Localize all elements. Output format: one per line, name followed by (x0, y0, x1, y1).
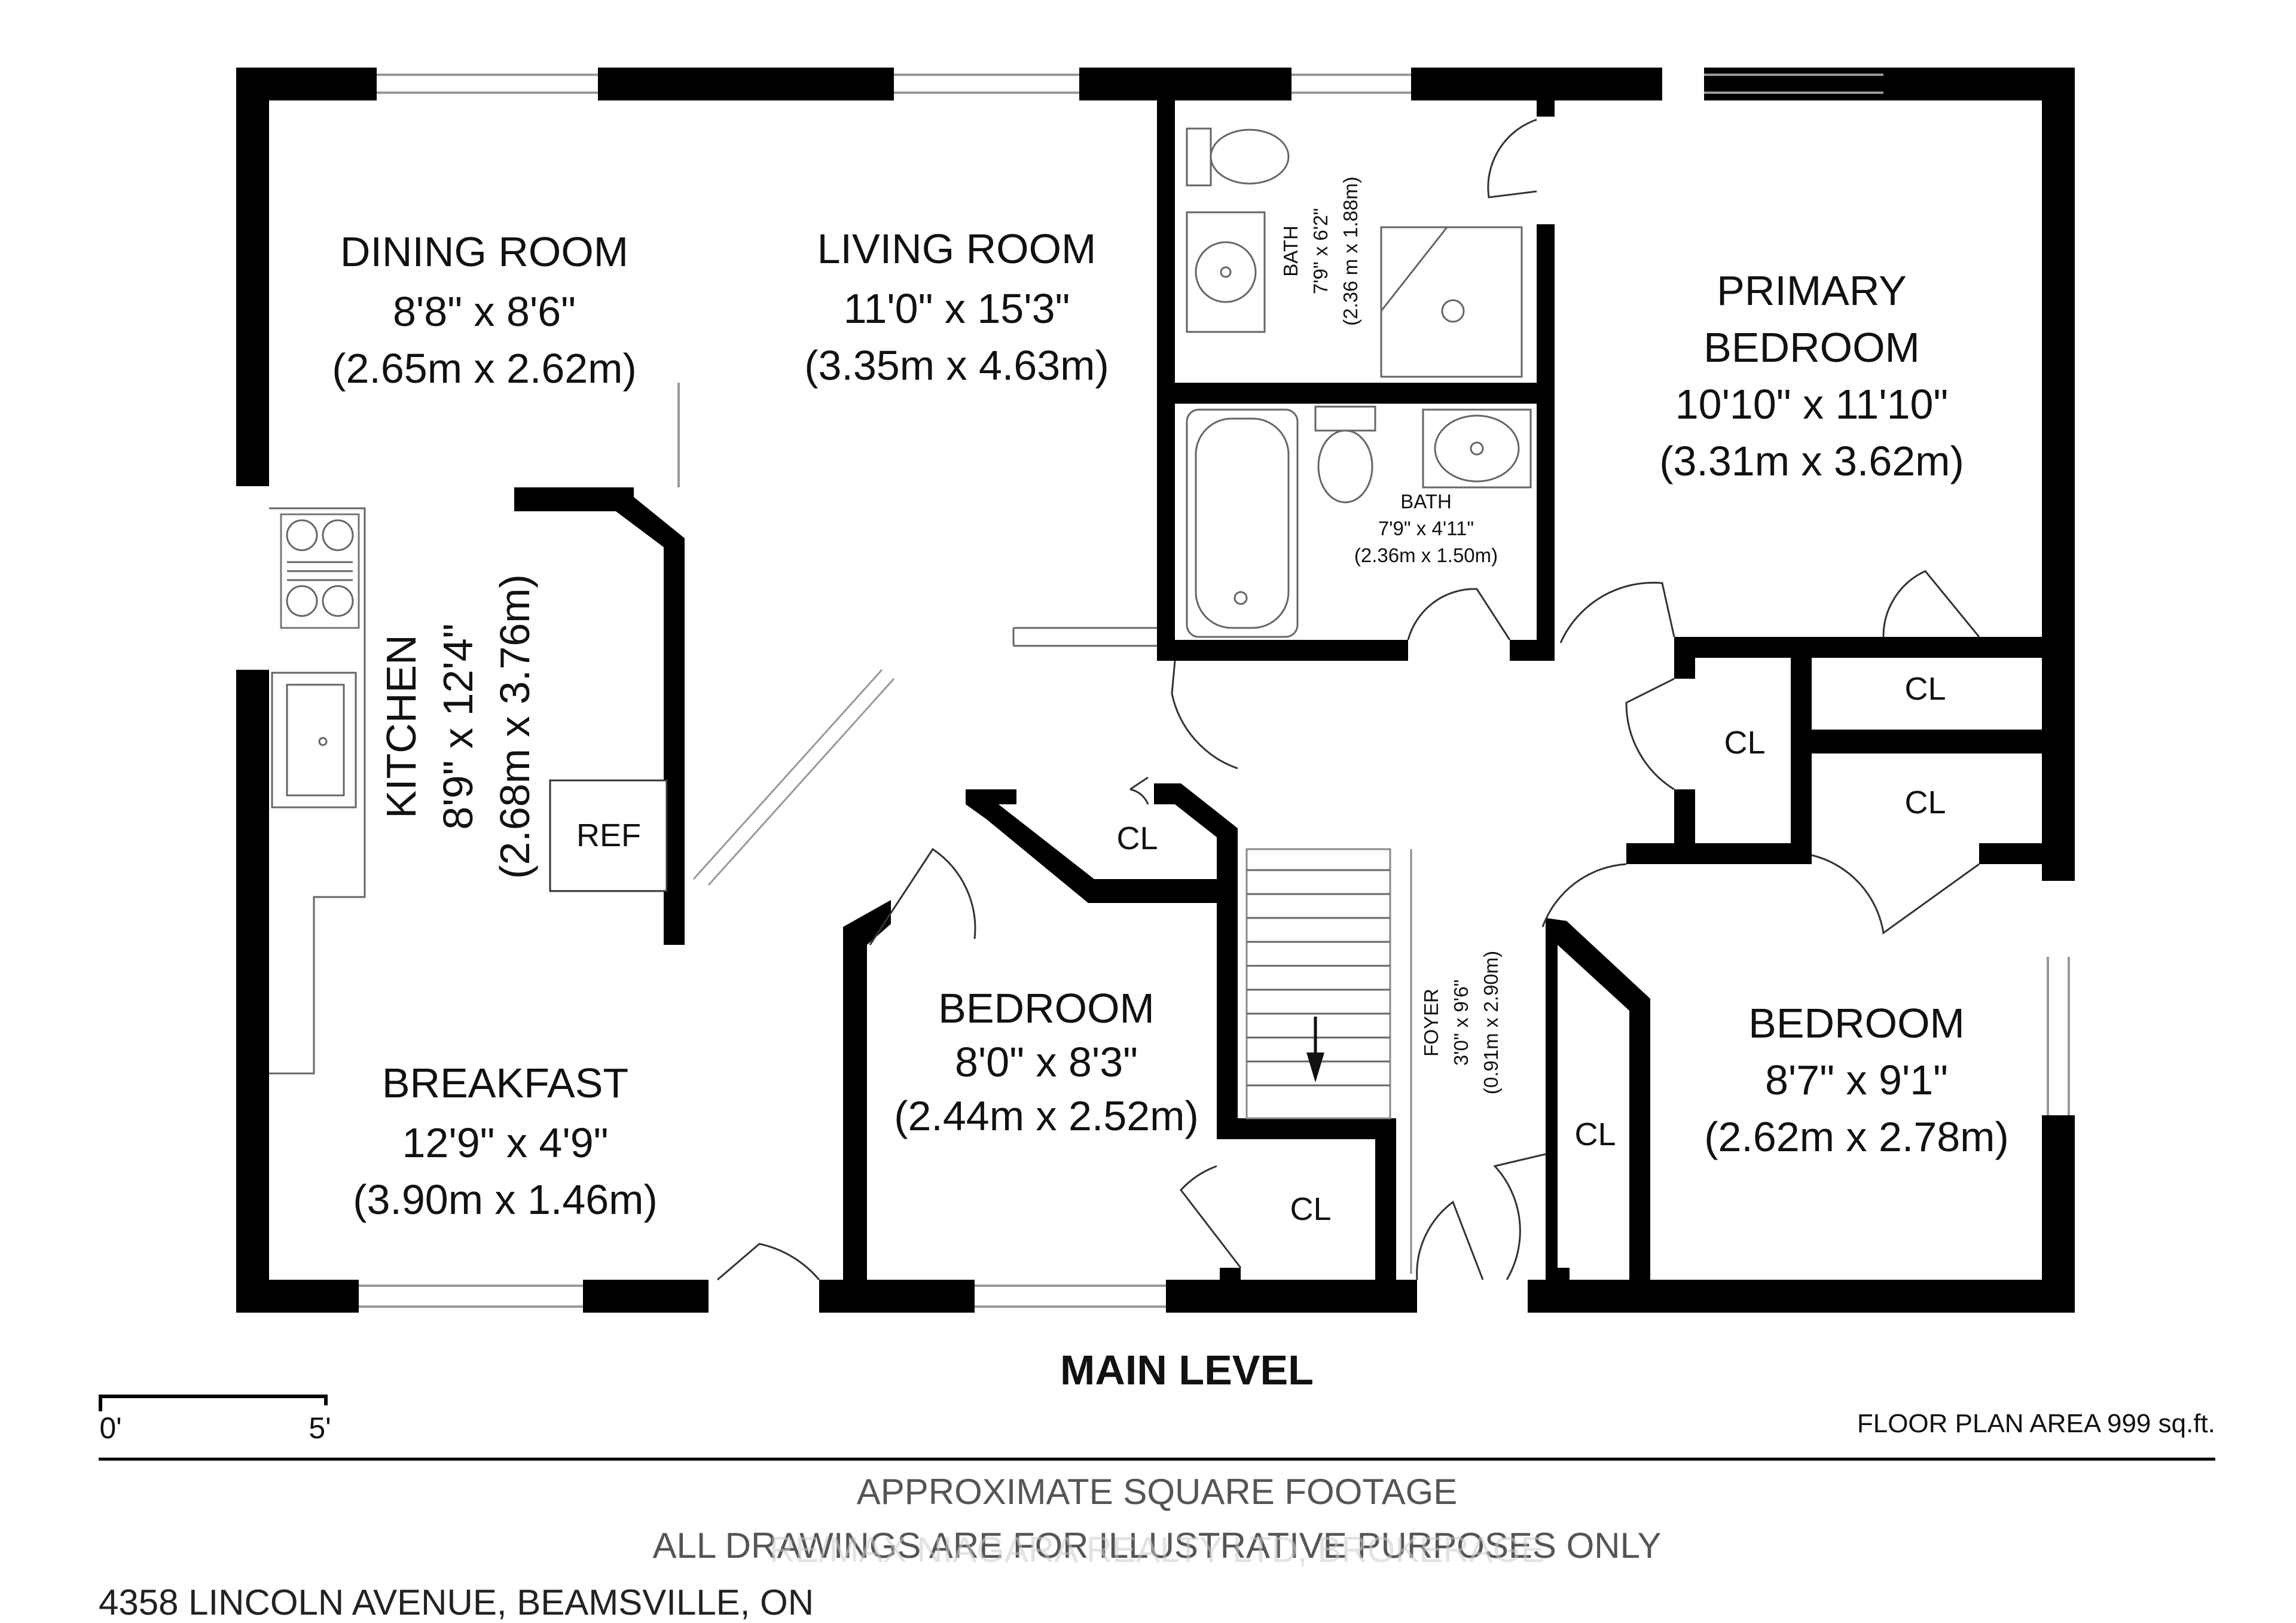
disclaimer-line2: ALL DRAWINGS ARE FOR ILLUSTRATIVE PURPOS… (652, 1526, 1661, 1566)
room-labels: DINING ROOM 8'8" x 8'6" (2.65m x 2.62m) … (332, 176, 2009, 1227)
dining-room-name: DINING ROOM (340, 228, 628, 275)
kitchen-dim-metric: (2.68m x 3.76m) (491, 574, 538, 879)
walls (236, 68, 2075, 1313)
bath1-dim-metric: (2.36 m x 1.88m) (1339, 176, 1361, 325)
bedroom2-dim-imperial: 8'0" x 8'3" (955, 1039, 1138, 1085)
bedroom3-name: BEDROOM (1748, 1000, 1965, 1047)
breakfast-dim-metric: (3.90m x 1.46m) (353, 1176, 658, 1223)
primary-bedroom-name-2: BEDROOM (1703, 324, 1920, 371)
living-room-dim-imperial: 11'0" x 15'3" (844, 285, 1070, 332)
fridge-label: REF (576, 817, 641, 853)
closet-stair: CL (1290, 1191, 1331, 1227)
primary-bedroom-name-1: PRIMARY (1717, 267, 1907, 314)
primary-bedroom-dim-metric: (3.31m x 3.62m) (1659, 438, 1964, 484)
foyer-dim-metric: (0.91m x 2.90m) (1480, 951, 1502, 1094)
windows (359, 74, 2070, 1308)
closet-primary-lower: CL (1904, 785, 1946, 820)
closet-primary-upper: CL (1904, 671, 1946, 707)
kitchen-dim-imperial: 8'9" x 12'4" (435, 624, 481, 830)
fixtures (269, 127, 1532, 1274)
bath2-name: BATH (1400, 490, 1452, 512)
foyer-name: FOYER (1420, 989, 1442, 1057)
bedroom2-name: BEDROOM (938, 985, 1155, 1032)
living-room-dim-metric: (3.35m x 4.63m) (804, 342, 1109, 389)
living-room-name: LIVING ROOM (817, 225, 1097, 272)
closet-bedroom2: CL (1116, 820, 1158, 856)
bedroom3-dim-imperial: 8'7" x 9'1" (1765, 1057, 1948, 1103)
kitchen-name: KITCHEN (378, 634, 425, 818)
floor-plan-area: FLOOR PLAN AREA 999 sq.ft. (1857, 1409, 2215, 1438)
primary-bedroom-dim-imperial: 10'10" x 11'10" (1675, 381, 1949, 428)
closet-bedroom3: CL (1574, 1116, 1616, 1152)
scale-bar (99, 1395, 328, 1411)
foyer-dim-imperial: 3'0" x 9'6" (1450, 980, 1472, 1066)
bath2-dim-imperial: 7'9" x 4'11" (1378, 517, 1474, 539)
breakfast-name: BREAKFAST (382, 1060, 628, 1106)
scale-end-label: 5' (309, 1411, 331, 1445)
dining-room-dim-metric: (2.65m x 2.62m) (332, 345, 637, 392)
disclaimer-line1: APPROXIMATE SQUARE FOOTAGE (857, 1472, 1458, 1512)
bath1-dim-imperial: 7'9" x 6'2" (1309, 208, 1332, 294)
bedroom2-dim-metric: (2.44m x 2.52m) (894, 1093, 1199, 1139)
bedroom3-dim-metric: (2.62m x 2.78m) (1704, 1113, 2009, 1160)
scale-start-label: 0' (99, 1411, 121, 1445)
bath1-name: BATH (1280, 225, 1302, 277)
watermark: RE/MAX NIAGARA REALTY LTD, BROKERAGE (769, 1530, 1544, 1570)
level-title: MAIN LEVEL (1060, 1347, 1314, 1393)
breakfast-dim-imperial: 12'9" x 4'9" (402, 1119, 609, 1166)
door-swings (717, 118, 1980, 1281)
property-address: 4358 LINCOLN AVENUE, BEAMSVILLE, ON (99, 1582, 814, 1622)
dining-room-dim-imperial: 8'8" x 8'6" (393, 288, 576, 335)
closet-hall: CL (1724, 725, 1765, 761)
bath2-dim-metric: (2.36m x 1.50m) (1354, 544, 1498, 566)
